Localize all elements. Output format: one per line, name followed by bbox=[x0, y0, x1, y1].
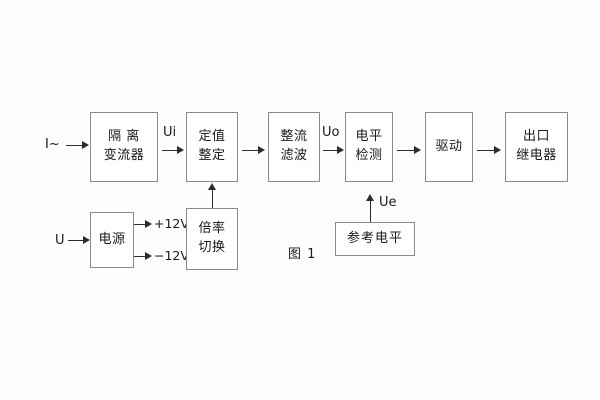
signal-ue-label: Ue bbox=[379, 195, 397, 210]
arrowhead-isolation-to-setting bbox=[177, 146, 184, 154]
connector-power-negative-rail bbox=[134, 256, 146, 257]
connector-multiplier-to-setting bbox=[212, 189, 213, 208]
block-power-supply: 电源 bbox=[90, 212, 134, 268]
connector-rectifier-to-level bbox=[323, 150, 338, 151]
arrowhead-multiplier-to-setting bbox=[208, 183, 216, 190]
block-setting-adjustment-line2: 整定 bbox=[198, 148, 226, 163]
arrowhead-reference-to-level bbox=[366, 194, 374, 201]
block-level-detection-line1: 电平 bbox=[355, 129, 383, 145]
signal-ui-label: Ui bbox=[163, 125, 177, 140]
block-isolation-transformer-line1: 隔 离 bbox=[108, 129, 140, 145]
arrowhead-voltage-to-power bbox=[83, 236, 90, 244]
arrowhead-rectifier-to-level bbox=[337, 146, 344, 154]
block-multiplier-switching-line2: 切换 bbox=[198, 240, 226, 255]
figure-caption: 图 1 bbox=[288, 247, 317, 262]
block-output-relay: 出口 继电器 bbox=[505, 112, 568, 182]
input-voltage-label: U bbox=[55, 233, 65, 248]
connector-isolation-to-setting bbox=[162, 150, 178, 151]
rail-positive-label: +12V bbox=[154, 216, 189, 231]
block-driver-line1: 驱动 bbox=[435, 138, 463, 154]
block-rectifier-filter: 整流 滤波 bbox=[268, 112, 320, 182]
arrowhead-current-to-isolation bbox=[82, 141, 89, 149]
arrowhead-power-positive-rail bbox=[145, 220, 152, 228]
connector-reference-to-level bbox=[370, 200, 371, 222]
connector-voltage-to-power bbox=[68, 240, 84, 241]
block-rectifier-filter-line1: 整流 bbox=[280, 129, 308, 145]
connector-current-to-isolation bbox=[66, 145, 83, 146]
connector-driver-to-relay bbox=[477, 150, 495, 151]
block-rectifier-filter-line2: 滤波 bbox=[280, 148, 308, 163]
block-reference-level: 参考电平 bbox=[335, 222, 415, 256]
block-multiplier-switching: 倍率 切换 bbox=[186, 208, 238, 270]
connector-power-positive-rail bbox=[134, 224, 146, 225]
block-driver: 驱动 bbox=[425, 112, 473, 182]
block-power-supply-line1: 电源 bbox=[98, 231, 126, 247]
connector-setting-to-rectifier bbox=[242, 150, 259, 151]
arrowhead-setting-to-rectifier bbox=[258, 146, 265, 154]
block-level-detection: 电平 检测 bbox=[345, 112, 393, 182]
block-reference-level-line1: 参考电平 bbox=[346, 230, 403, 246]
block-isolation-transformer: 隔 离 变流器 bbox=[90, 112, 158, 182]
arrowhead-power-negative-rail bbox=[145, 252, 152, 260]
block-setting-adjustment: 定值 整定 bbox=[186, 112, 238, 182]
block-setting-adjustment-line1: 定值 bbox=[198, 129, 226, 145]
block-output-relay-line2: 继电器 bbox=[516, 148, 557, 163]
arrowhead-driver-to-relay bbox=[494, 146, 501, 154]
rail-negative-label: −12V bbox=[154, 248, 189, 263]
block-output-relay-line1: 出口 bbox=[522, 129, 550, 145]
connector-level-to-driver bbox=[397, 150, 415, 151]
input-current-label: I~ bbox=[45, 137, 60, 152]
block-level-detection-line2: 检测 bbox=[355, 148, 383, 163]
signal-uo-label: Uo bbox=[322, 125, 340, 140]
block-multiplier-switching-line1: 倍率 bbox=[198, 221, 226, 237]
block-isolation-transformer-line2: 变流器 bbox=[103, 148, 145, 163]
arrowhead-level-to-driver bbox=[414, 146, 421, 154]
